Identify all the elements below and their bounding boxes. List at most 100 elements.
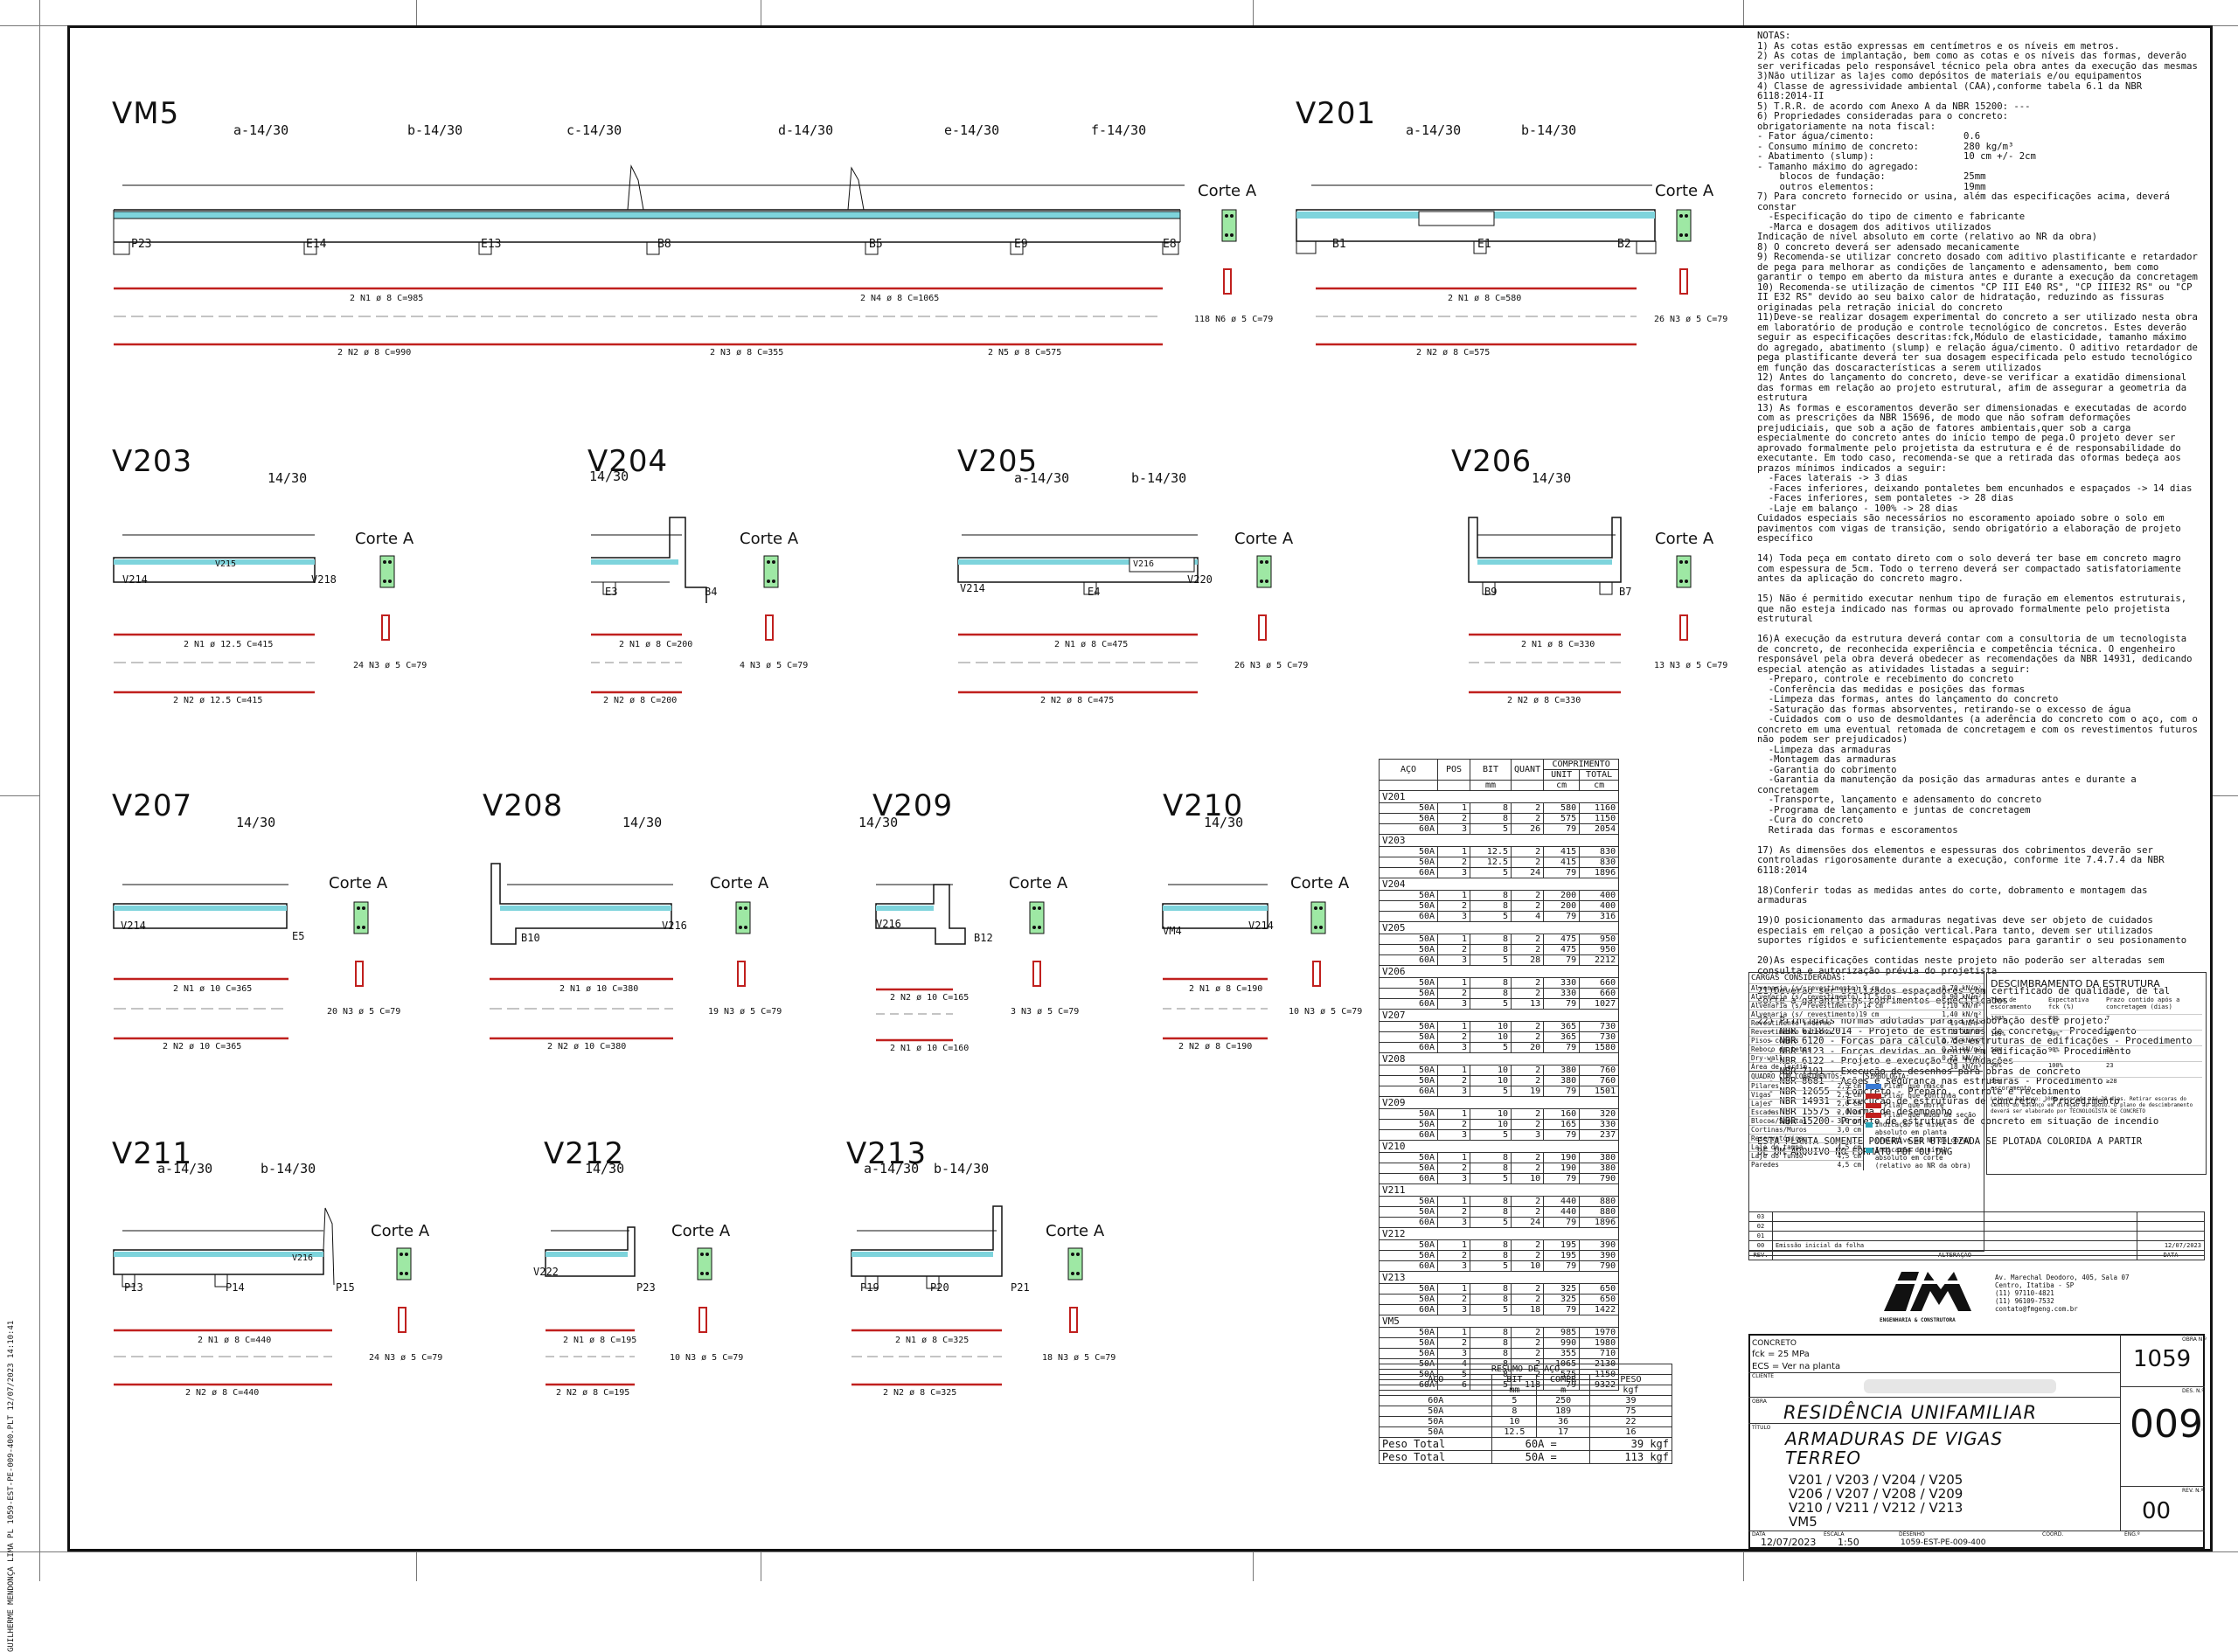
revision-row: 03: [1748, 1211, 2205, 1222]
shoring-col: Expectativa fck (%): [2048, 996, 2089, 1010]
v203-support: V218: [311, 573, 337, 586]
v205-span-a: a-14/30: [1014, 470, 1070, 486]
vm5-support: E14: [306, 238, 327, 251]
shoring-row: 100%90%14: [1991, 1030, 2202, 1045]
v205-drawing: [957, 534, 1272, 694]
des-no-label: DES. N.º: [2182, 1388, 2205, 1394]
vm5-title: VM5: [112, 96, 180, 131]
v211-bar-n2: 2 N2 ø 8 C=440: [185, 1388, 260, 1398]
company-logo: [1884, 1272, 1971, 1311]
table-group-row: V209: [1378, 1096, 1620, 1109]
fck-value: fck = 25 MPa: [1752, 1350, 1810, 1359]
v210-support: VM4: [1163, 925, 1182, 937]
v207-drawing: [113, 884, 369, 1040]
job-no-label: OBRA N.º: [2182, 1336, 2207, 1343]
des-no-value: 009: [2130, 1402, 2203, 1447]
title-block: [1748, 1334, 2205, 1549]
v205-bar-n1: 2 N1 ø 8 C=475: [1054, 640, 1129, 649]
shoring-row: sem escoramento≥28: [1991, 1077, 2202, 1093]
loads-title: CARGAS CONSIDERADAS:: [1751, 974, 1846, 982]
v209-bar-n3: 3 N3 ø 5 C=79: [1011, 1007, 1080, 1017]
v212-title: V212: [544, 1136, 625, 1171]
vm5-bar-n5: 2 N5 ø 8 C=575: [988, 348, 1062, 357]
v211-support: P13: [124, 1281, 143, 1294]
v210-bar-n2: 2 N2 ø 8 C=190: [1178, 1042, 1253, 1052]
v201-bar-n2: 2 N2 ø 8 C=575: [1416, 348, 1491, 357]
v201-bar-n1: 2 N1 ø 8 C=580: [1448, 294, 1522, 303]
symbol-swatch-icon: [1866, 1148, 1873, 1153]
v212-corte-label: Corte A: [671, 1222, 731, 1240]
v213-bar-n1: 2 N1 ø 8 C=325: [895, 1336, 970, 1345]
vm5-bar-n6: 118 N6 ø 5 C=79: [1194, 315, 1274, 324]
v213-span-a: a-14/30: [864, 1161, 920, 1177]
symbol-row: Pilar que muda de seção: [1864, 1110, 1983, 1120]
obra-label: OBRA: [1752, 1399, 1767, 1405]
shoring-title: DESCIMBRAMENTO DA ESTRUTURA: [1991, 978, 2160, 989]
table-group-row: V211: [1378, 1183, 1620, 1197]
v208-support: B10: [521, 932, 540, 944]
v208-bar-n2: 2 N2 ø 10 C=380: [547, 1042, 627, 1052]
steel-summary: RESUMO DE AÇO AÇO BIT COMPR PESO mm m kg…: [1378, 1364, 1673, 1464]
v207-support: E5: [292, 930, 305, 942]
obra-divider: [1748, 1397, 2120, 1398]
v204-span: 14/30: [589, 469, 629, 484]
table-group-row: V201: [1378, 790, 1620, 803]
v205-support: E4: [1088, 586, 1101, 598]
table-group-row: VM5: [1378, 1315, 1620, 1328]
drawing-title-1: ARMADURAS DE VIGAS: [1785, 1428, 2004, 1449]
v201-support: B1: [1332, 238, 1346, 251]
v206-corte-label: Corte A: [1655, 530, 1714, 548]
v212-support: P23: [636, 1281, 656, 1294]
ecs-value: ECS = Ver na planta: [1752, 1362, 1841, 1371]
col-quant: QUANT: [1510, 759, 1545, 781]
summary-unit-kgf: kgf: [1588, 1385, 1673, 1396]
summary-col-peso: PESO: [1588, 1374, 1673, 1385]
table-group-row: V213: [1378, 1271, 1620, 1284]
vm5-support: B8: [657, 238, 671, 251]
v208-title: V208: [483, 788, 564, 823]
v211-support: P14: [226, 1281, 245, 1294]
summary-unit-mm: mm: [1491, 1385, 1538, 1396]
v206-bar-n2: 2 N2 ø 8 C=330: [1507, 696, 1581, 705]
title-divider: [1748, 1423, 2120, 1424]
v211-drawing: [113, 1207, 412, 1386]
shoring-col: Prazo contido após a concretagem (dias): [2106, 996, 2180, 1010]
v207-corte-label: Corte A: [329, 874, 388, 892]
v205-title: V205: [957, 444, 1039, 479]
cover-row: Reservatórios:: [1749, 1134, 1863, 1142]
symbol-row: Indicação de nível absoluto em planta (r…: [1864, 1120, 1983, 1145]
shoring-panel: DESCIMBRAMENTO DA ESTRUTURA Taxa de esco…: [1986, 972, 2207, 1175]
vm5-span-e: e-14/30: [944, 122, 1000, 138]
v203-span: 14/30: [268, 470, 308, 486]
vm5-bar-n3: 2 N3 ø 8 C=355: [710, 348, 784, 357]
symbol-swatch-icon: [1866, 1093, 1881, 1099]
v207-span: 14/30: [236, 815, 276, 830]
v209-support: V216: [876, 918, 901, 930]
v209-drawing: [875, 884, 1045, 1042]
drawing-frame: [67, 25, 2213, 1551]
vm5-span-d: d-14/30: [778, 122, 834, 138]
col-pos: POS: [1437, 759, 1470, 781]
v201-support: B2: [1617, 238, 1631, 251]
